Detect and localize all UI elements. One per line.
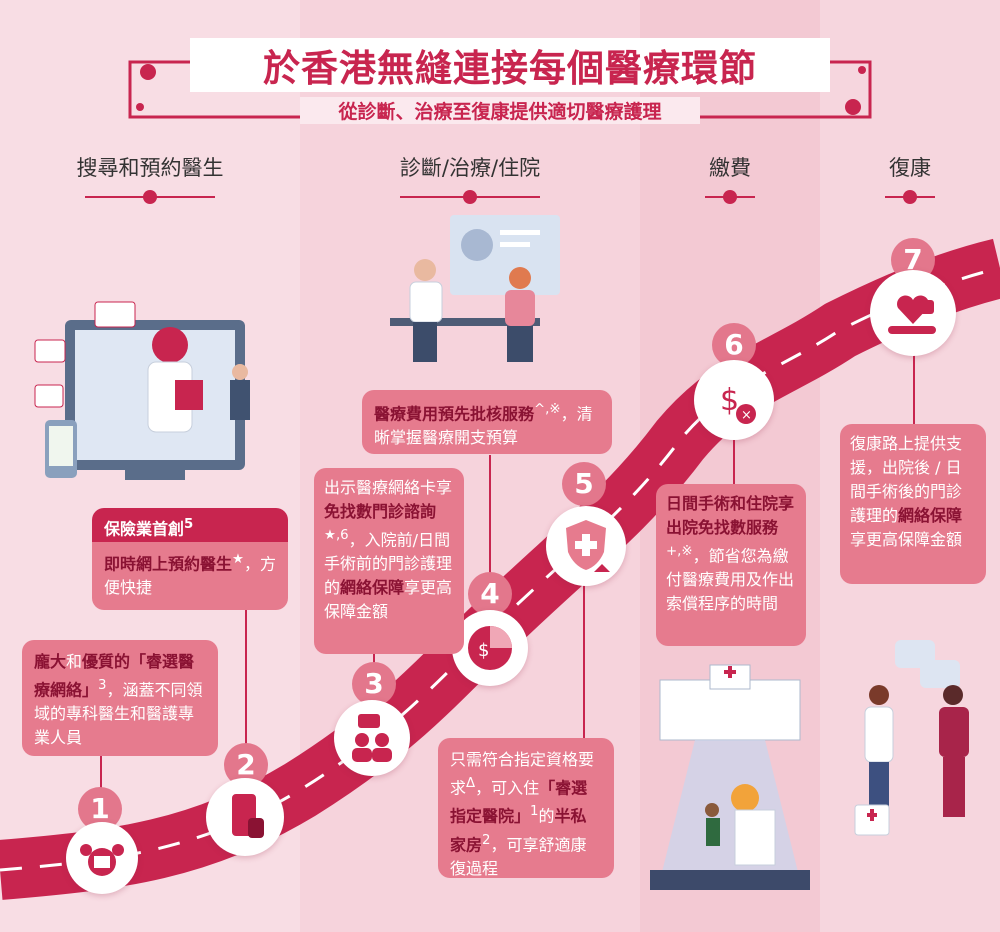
connector-3 <box>373 650 375 665</box>
step-2-header: 保險業首創5 <box>92 508 288 542</box>
box1-bold-2: 優質的「睿選醫療網絡」 <box>34 652 195 700</box>
rehab-illustration <box>854 640 969 836</box>
phone-hand-icon <box>206 778 284 856</box>
step-number-3: 3 <box>352 662 396 706</box>
shield-medical-icon <box>546 506 626 586</box>
svg-text:×: × <box>741 408 752 423</box>
box7-bold: 網絡保障 <box>898 506 963 525</box>
box1-text-2: ，涵蓋不同領域的專科醫生和醫護專業人員 <box>34 680 203 748</box>
box2-header-sup: 5 <box>184 517 194 532</box>
step-6-box: 日間手術和住院享出院免找數服務 +,※，節省您為繳付醫療費用及作出索償程序的時間 <box>656 484 806 646</box>
step-2-box: 即時網上預約醫生★，方便快捷 <box>92 542 288 610</box>
step-1-box: 龐大和優質的「睿選醫療網絡」3，涵蓋不同領域的專科醫生和醫護專業人員 <box>22 640 218 756</box>
box7-text-2: 享更高保障金額 <box>850 530 963 549</box>
box5-sup-3: 2 <box>482 832 491 848</box>
box2-header: 保險業首創 <box>104 519 185 539</box>
box4-sup: ^,※ <box>534 402 561 417</box>
box6-bold: 日間手術和住院享出院免找數服務 <box>666 494 795 537</box>
telehealth-illustration <box>34 301 250 480</box>
box1-text-1: 和 <box>66 652 83 671</box>
stage-label-diagnosis: 診斷/治療/住院 <box>399 156 541 180</box>
box2-sup: ★ <box>232 552 244 567</box>
heart-hand-icon <box>870 270 956 356</box>
box1-bold-1: 龐大 <box>34 652 67 671</box>
connector-2 <box>245 610 247 745</box>
connector-1 <box>100 755 102 795</box>
stage-label-payment: 繳費 <box>709 156 751 180</box>
box7-text-1: 復康路上提供支援，出院後 / 日間手術後的門診護理的 <box>850 434 963 525</box>
box1-sup: 3 <box>98 678 107 693</box>
box5-bold-2: 半私家房 <box>450 806 587 854</box>
stage-label-search: 搜尋和預約醫生 <box>76 156 224 180</box>
connector-4 <box>489 455 491 575</box>
box5-text-2: ，可入住 <box>475 778 540 798</box>
step-number-4: 4 <box>468 572 512 616</box>
box2-bold: 即時網上預約醫生 <box>104 554 233 574</box>
step-number-6: 6 <box>712 323 756 367</box>
consultation-illustration <box>390 215 560 362</box>
box3-text-2: ，入院前/日間手術前的門診護理的 <box>324 530 453 598</box>
box5-sup-1: Δ <box>466 776 476 791</box>
box3-text-3: 享更高保障金額 <box>324 578 453 622</box>
step-7-box: 復康路上提供支援，出院後 / 日間手術後的門診護理的網絡保障享更高保障金額 <box>840 424 986 584</box>
connector-7 <box>913 345 915 425</box>
box3-text-1: 出示醫療網絡卡享 <box>324 478 453 497</box>
box5-text-4: ，可享舒適康復過程 <box>450 834 587 878</box>
stage-label-rehab: 復康 <box>889 156 931 180</box>
box6-text: ，節省您為繳付醫療費用及作出索償程序的時間 <box>666 546 795 614</box>
step-5-box: 只需符合指定資格要求Δ，可入住「睿選指定醫院」1的半私家房2，可享舒適康復過程 <box>438 738 614 878</box>
box3-bold-1: 免找數門診諮詢 <box>324 502 437 521</box>
box4-text: ，清晰掌握醫療開支預算 <box>374 404 593 448</box>
step-number-1: 1 <box>78 787 122 831</box>
dollar-cancel-icon: $× <box>694 360 774 440</box>
step-number-5: 5 <box>562 462 606 506</box>
network-people-icon <box>66 822 138 894</box>
hospital-illustration <box>650 664 810 890</box>
svg-text:$: $ <box>478 640 489 661</box>
consult-chat-icon <box>334 700 410 776</box>
svg-text:$: $ <box>720 383 739 418</box>
box5-sup-2: 1 <box>530 804 539 820</box>
connector-6 <box>733 420 735 485</box>
page-title: 於香港無縫連接每個醫療環節 <box>190 38 830 92</box>
box5-text-1: 只需符合指定資格要求 <box>450 750 595 798</box>
box3-sup: ★,6 <box>324 528 349 543</box>
connector-5 <box>583 580 585 740</box>
box2-text: ，方便快捷 <box>104 554 276 598</box>
step-3-box: 出示醫療網絡卡享免找數門診諮詢 ★,6，入院前/日間手術前的門診護理的網絡保障享更… <box>314 468 464 654</box>
box5-bold-1: 「睿選指定醫院」 <box>450 778 588 826</box>
stage-markers <box>85 190 935 204</box>
box3-bold-2: 網絡保障 <box>340 578 405 598</box>
page-subtitle: 從診斷、治療至復康提供適切醫療護理 <box>300 97 700 124</box>
box6-sup: +,※ <box>666 544 693 559</box>
box5-text-3: 的 <box>538 806 555 826</box>
pie-chart-dollar-icon: $ <box>452 610 528 686</box>
box4-bold: 醫療費用預先批核服務 <box>374 404 535 424</box>
step-4-box: 醫療費用預先批核服務^,※，清晰掌握醫療開支預算 <box>362 390 612 454</box>
